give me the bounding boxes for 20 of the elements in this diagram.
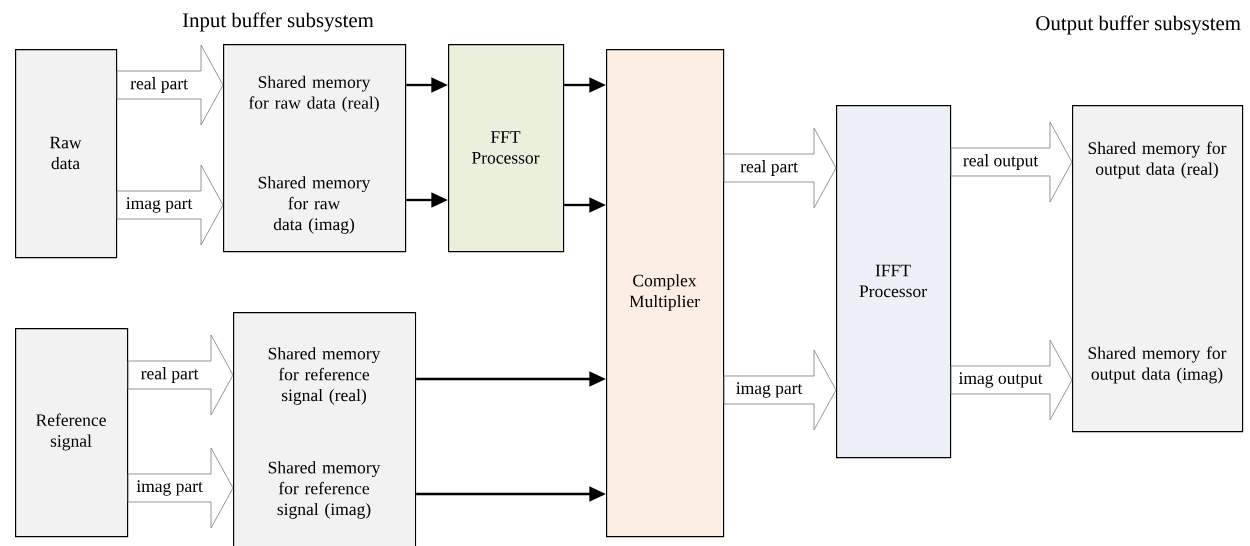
memory-box: Shared memory for reference signal (real) Shared memory for reference signal (imag): [233, 312, 417, 546]
edge-label: imag part: [734, 381, 804, 399]
processor-box: IFFT Processor: [836, 105, 952, 459]
source-box: Reference signal: [15, 328, 129, 538]
edge-label: real output: [962, 153, 1040, 171]
source-box: Raw data: [15, 49, 118, 259]
memory-box: Shared memory for output data (real) Shared memory for output data (imag): [1072, 105, 1244, 433]
edge-label: real part: [139, 366, 200, 384]
edge-label: real part: [739, 159, 799, 177]
subsystem-heading: Output buffer subsystem: [1036, 15, 1241, 35]
edge-label: imag part: [135, 479, 204, 497]
edge-label: imag part: [125, 196, 194, 214]
node-label: Shared memory for raw data (real): [248, 75, 379, 113]
processor-box: FFT Processor: [448, 44, 565, 253]
subsystem-heading: Input buffer subsystem: [182, 12, 374, 32]
edge-label: imag output: [957, 371, 1044, 389]
multiplier-box: Complex Multiplier: [606, 49, 725, 538]
node-label: Shared memory for raw data (imag): [258, 176, 371, 234]
memory-box: Shared memory for raw data (real) Shared memory for raw data (imag): [223, 44, 407, 253]
edge-label: real part: [129, 76, 189, 94]
